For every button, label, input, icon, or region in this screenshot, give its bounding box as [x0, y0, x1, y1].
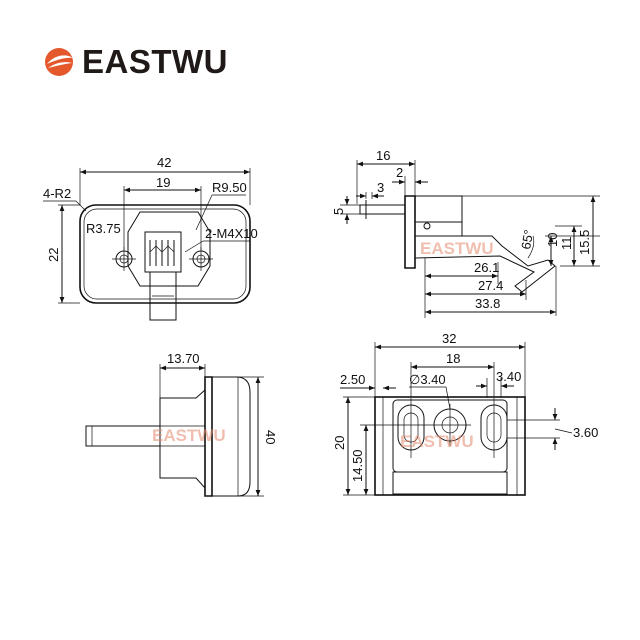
- side-len-26-label: 26.1: [474, 260, 499, 275]
- front-height-label: 22: [46, 248, 61, 262]
- bottom-slot-spacing-label: 18: [446, 351, 460, 366]
- side-flange: [404, 195, 416, 269]
- brand-logo: EASTWU: [42, 40, 228, 84]
- side-angle-label: 65°: [518, 229, 536, 251]
- side-pin-height-label: 5: [331, 208, 346, 215]
- left-cover: [212, 376, 251, 497]
- front-center-boss: [127, 211, 211, 287]
- front-holes-label: 4-R2: [43, 186, 71, 201]
- front-view: 42 19 4-R2 R9.50 R3.75 2-M4X10 22: [43, 155, 258, 321]
- side-len-33-label: 33.8: [475, 296, 500, 311]
- bottom-view: 32 18 2.50 ∅3.40 3.40 20 14.50 3.60 EAST: [332, 331, 598, 496]
- front-plate-inner: [83, 208, 247, 300]
- side-h11-label: 11: [559, 237, 574, 251]
- bottom-edge-label: 2.50: [340, 372, 365, 387]
- side-h15-label: 15.5: [577, 230, 592, 255]
- front-width-label: 42: [157, 155, 171, 170]
- bottom-slot-w-label: 3.40: [496, 369, 521, 384]
- left-shaft: [85, 425, 161, 447]
- bottom-lower-label: 14.50: [350, 449, 365, 482]
- left-width-label: 13.70: [167, 351, 200, 366]
- side-offset-2-label: 2: [396, 165, 403, 180]
- side-body: [415, 195, 463, 223]
- front-plate-outer: [79, 204, 251, 304]
- left-watermark: EASTWU: [152, 426, 226, 445]
- brand-name: EASTWU: [82, 43, 228, 80]
- front-screw-label: 2-M4X10: [205, 226, 258, 241]
- side-top-width-label: 16: [376, 148, 390, 163]
- bottom-height-label: 20: [332, 436, 347, 450]
- bottom-slot-h-label: 3.60: [573, 425, 598, 440]
- side-len-27-label: 27.4: [478, 278, 503, 293]
- bottom-watermark: EASTWU: [400, 432, 474, 451]
- front-hole-spacing-label: 19: [156, 175, 170, 190]
- front-radius-left-label: R3.75: [86, 221, 121, 236]
- bottom-hole-label: ∅3.40: [409, 372, 446, 387]
- side-offset-3-label: 3: [377, 180, 384, 195]
- bottom-frame: [374, 396, 526, 496]
- side-watermark: EASTWU: [420, 239, 494, 258]
- left-view: 13.70 40 EASTWU: [85, 351, 278, 497]
- bottom-total-label: 32: [442, 331, 456, 346]
- brand-swoosh-icon: [45, 48, 73, 76]
- front-latch-tongue: [149, 271, 177, 321]
- left-height-label: 40: [263, 430, 278, 444]
- front-radius-right-label: R9.50: [212, 180, 247, 195]
- side-hook: [414, 235, 556, 293]
- side-pin: [359, 204, 406, 215]
- side-view: 16 2 3 5 65° 10 11 15.5: [331, 148, 600, 318]
- side-h10-label: 10: [545, 233, 560, 247]
